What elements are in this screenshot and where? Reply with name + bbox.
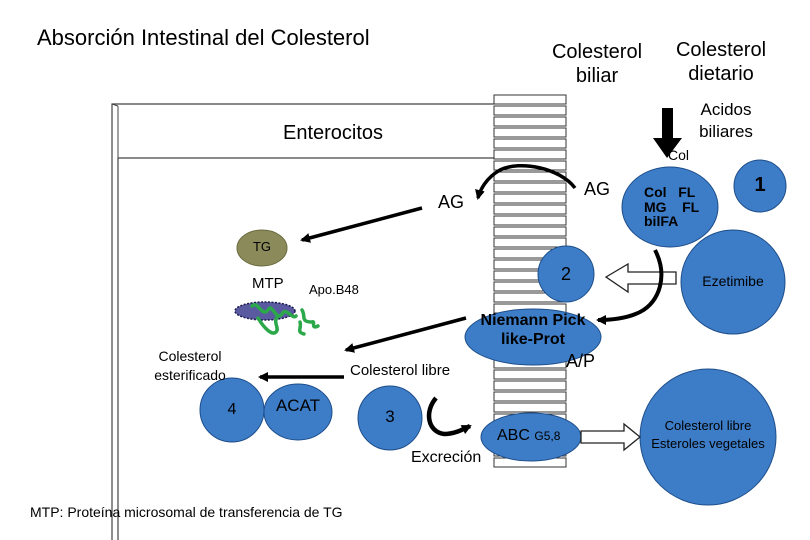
microvillus	[493, 138, 567, 149]
micelle-to-npc-arrow	[596, 249, 664, 325]
microvillus	[493, 105, 567, 116]
microvillus	[493, 226, 567, 237]
micelle-ellipse	[621, 166, 719, 248]
bile-acids-line-1: Acidos	[700, 100, 752, 119]
step-4-label: 4	[227, 401, 237, 418]
apob48-label: Apo.B48	[309, 282, 359, 297]
esterified-line-1: Colesterol	[158, 348, 222, 364]
tg-vesicle	[236, 229, 288, 267]
acat-ellipse	[263, 383, 333, 441]
npc-line-2: like-Prot	[500, 330, 565, 348]
npc-line-1: Niemann Pick	[480, 312, 586, 329]
niemann-pick-label: Niemann Pick like-Prot	[463, 312, 603, 349]
ag-crossing-arrow	[475, 163, 577, 200]
abc-subtype-label: G5,8	[534, 429, 561, 443]
step-1-circle	[733, 159, 787, 213]
step-3-label: 3	[385, 407, 395, 426]
mtp-label: MTP	[252, 275, 284, 292]
microvillus	[493, 171, 567, 182]
micelle-line-2: MG FL	[644, 198, 700, 215]
microvillus	[493, 369, 567, 380]
plant-line-1: Colesterol libre	[664, 418, 752, 433]
ezetimibe-block-arrow	[604, 262, 677, 294]
ag-left-label: AG	[438, 192, 465, 212]
microvillus	[493, 149, 567, 160]
enterocytes-label: Enterocitos	[283, 122, 384, 144]
dietary-line-1: Colesterol	[675, 39, 767, 61]
microvillus	[493, 182, 567, 193]
ezetimibe-label: Ezetimibe	[702, 273, 764, 289]
plant-sterols-label: Colesterol libre Esteroles vegetales	[620, 419, 796, 450]
footnote: MTP: Proteína microsomal de transferenci…	[30, 504, 343, 520]
chylomicron-apob48	[234, 301, 320, 336]
niemann-pick-ellipse	[464, 308, 602, 366]
biliary-line-2: biliar	[575, 65, 619, 87]
ag-right-label: AG	[584, 179, 611, 199]
plant-line-2: Esteroles vegetales	[651, 435, 765, 451]
dietary-line-2: dietario	[688, 63, 754, 85]
npc-to-free-cholesterol-arrow	[344, 316, 467, 353]
bile-acids-label: Acidos biliares	[688, 101, 764, 141]
free-cholesterol-label: Colesterol libre	[350, 362, 451, 379]
abc-to-lumen-block-arrow	[580, 422, 642, 452]
ap-label: A/P	[566, 351, 596, 371]
microvillus	[493, 204, 567, 215]
step-3-circle	[357, 385, 423, 451]
biliary-cholesterol-label: Colesterol biliar	[535, 42, 659, 87]
esterified-cholesterol-label: Colesterol esterificado	[140, 349, 240, 382]
acat-label: ACAT	[275, 396, 321, 415]
step-2-circle	[537, 245, 595, 303]
biliary-line-1: Colesterol	[551, 41, 643, 63]
efflux-to-abc-arrow	[426, 396, 472, 437]
excretion-label: Excreción	[411, 449, 482, 466]
microvillus	[493, 215, 567, 226]
diagram-title: Absorción Intestinal del Colesterol	[37, 25, 370, 50]
abc-label: ABC	[497, 427, 530, 444]
bile-acids-line-2: biliares	[699, 121, 753, 141]
ezetimibe-circle	[680, 229, 786, 335]
microvillus	[493, 193, 567, 204]
esterified-line-2: esterificado	[154, 366, 226, 383]
microvillus	[493, 237, 567, 248]
dietary-cholesterol-label: Colesterol dietario	[658, 40, 784, 85]
tg-label: TG	[252, 239, 272, 254]
microvillus	[493, 94, 567, 105]
step-2-label: 2	[560, 264, 571, 284]
microvillus	[493, 127, 567, 138]
ag-to-tg-arrow	[300, 206, 423, 243]
microvillus	[493, 116, 567, 127]
abc-transporter-label: ABC G5,8	[497, 427, 561, 445]
microvillus	[493, 402, 567, 413]
microvillus	[493, 380, 567, 391]
dietary-down-arrow	[653, 108, 682, 158]
enterocyte-cell	[111, 103, 494, 540]
micelle-components: Col FL MG FL bilFA	[644, 185, 699, 229]
micelle-line-3: bilFA	[644, 213, 679, 230]
micelle-line-1: Col FL	[644, 184, 696, 200]
microvillus	[493, 391, 567, 402]
step-1-label: 1	[754, 174, 766, 196]
col-label: Col	[668, 147, 690, 163]
